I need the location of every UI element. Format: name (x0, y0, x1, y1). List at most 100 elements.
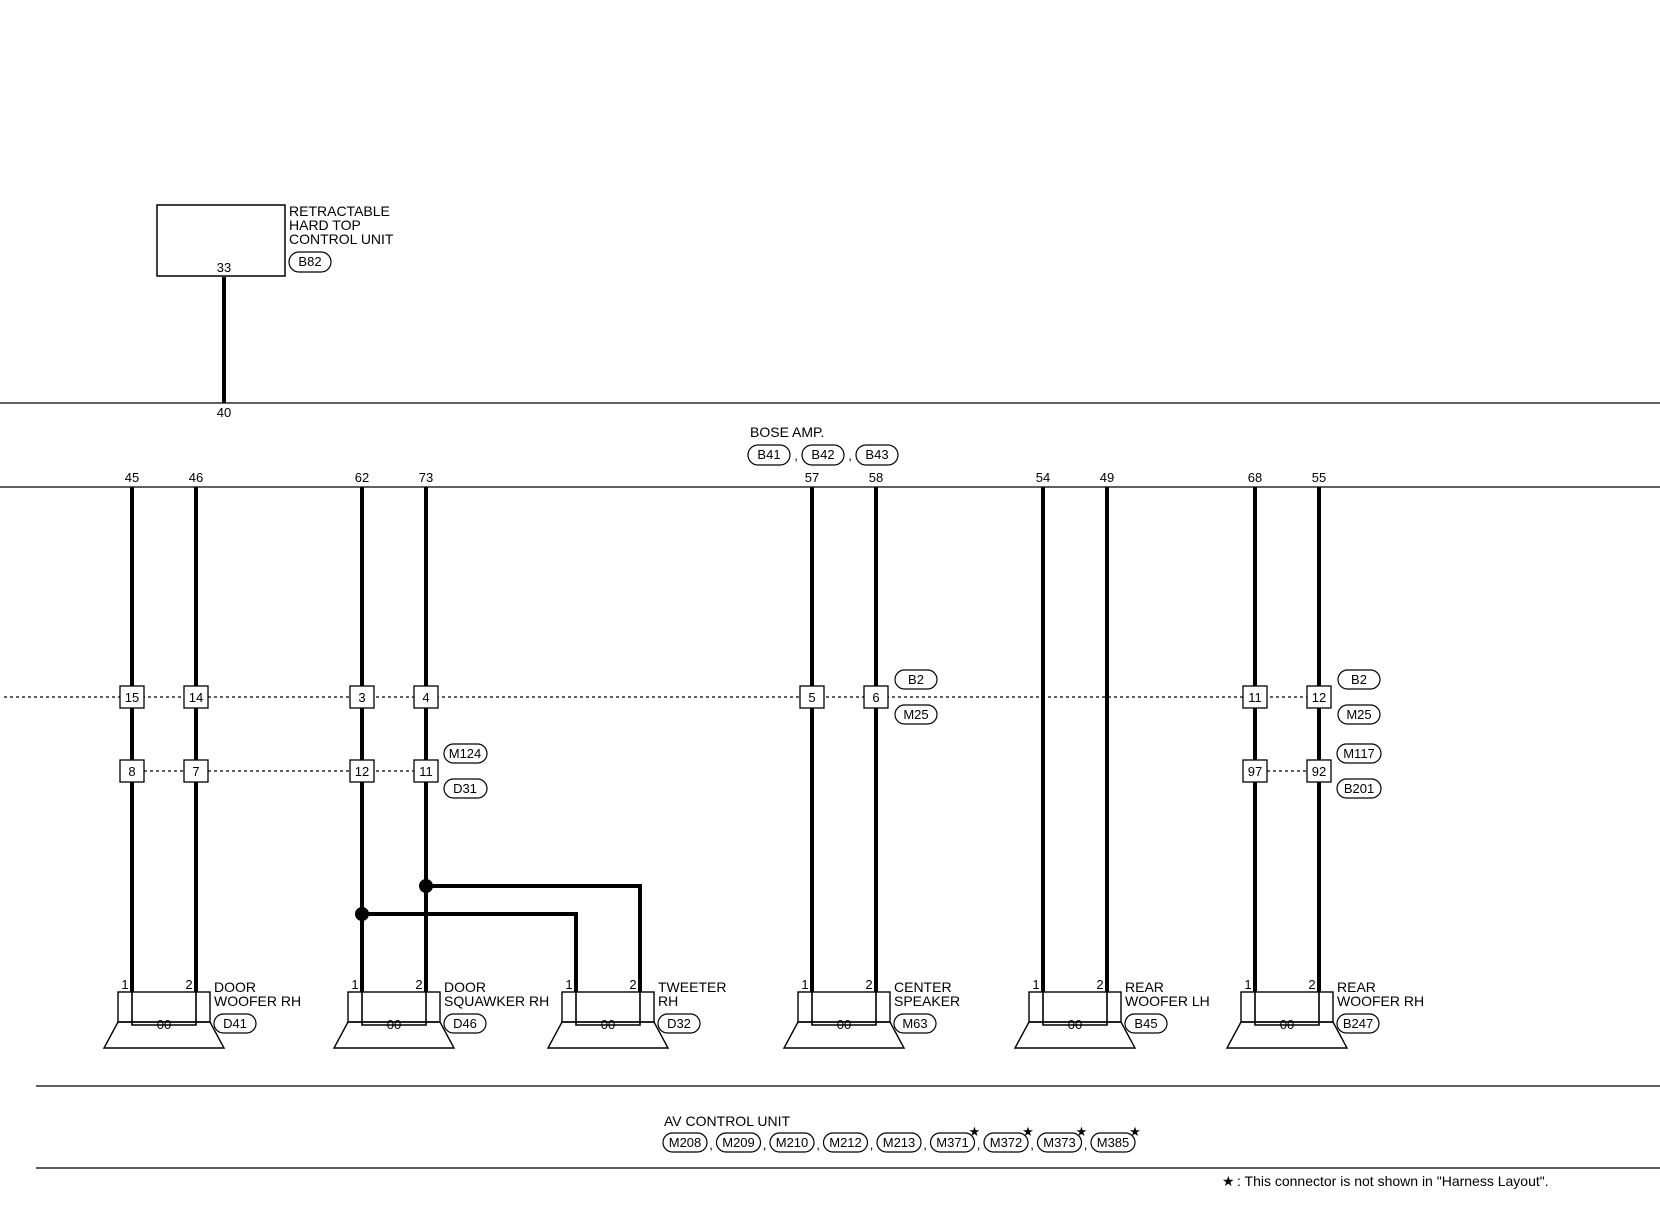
inline-pin-box (349, 759, 375, 783)
inline-pin-label: 6 (872, 690, 879, 705)
control-unit-label-1: RETRACTABLE (289, 203, 390, 219)
av-connector-tag (929, 1132, 976, 1153)
svg-text:,: , (1084, 1137, 1088, 1152)
inline-pin-label: 8 (128, 764, 135, 779)
av-connector-tag-label: M209 (722, 1135, 755, 1150)
speaker-cone-icon (782, 1021, 906, 1049)
speaker-cone-icon (546, 1021, 670, 1049)
tweeter-wire-2 (426, 884, 642, 992)
speaker-symbol: 00 (387, 1017, 401, 1032)
tweeter-wire-1 (362, 912, 578, 992)
connector-tag-b41-label: B41 (757, 447, 780, 462)
svg-text:,: , (763, 1137, 767, 1152)
av-connector-tag (876, 1132, 922, 1153)
speaker-lead (811, 992, 877, 1026)
speaker-connector-tag (1124, 1013, 1168, 1034)
inline-pin-label: 97 (1248, 764, 1262, 779)
inline-pin-box (1306, 759, 1332, 783)
control-unit-label-2: HARD TOP (289, 217, 361, 233)
speaker-label-1: TWEETER (658, 979, 726, 995)
speaker-pin: 2 (185, 977, 192, 992)
speaker-pin: 2 (415, 977, 422, 992)
connector-tag-b2 (894, 669, 938, 690)
inline-pin-label: 12 (355, 764, 369, 779)
speaker-cone-icon (102, 1021, 226, 1049)
inline-connector-row-1: 15 14 3 4 5 6 11 12 B2 M25 B2 M25 (4, 669, 1381, 725)
inline-pin-box (1242, 685, 1268, 709)
speaker-pin: 1 (121, 977, 128, 992)
connector-tag-b2 (1337, 669, 1381, 690)
star-icon: ★ (1022, 1124, 1034, 1139)
bose-amp-pin: 45 (125, 470, 139, 485)
speaker-label-1: REAR (1337, 979, 1376, 995)
av-connector-tags: M208,M209,M210,M212,M213,M371,★M372,★M37… (662, 1124, 1141, 1153)
bose-amp: BOSE AMP. B41 , B42 , B43 45 46 62 73 57… (0, 402, 1660, 488)
svg-text:,: , (1030, 1137, 1034, 1152)
speaker-connector-tag-label: D41 (223, 1016, 247, 1031)
speaker-symbol: 00 (601, 1017, 615, 1032)
bose-amp-pin: 68 (1248, 470, 1262, 485)
connector-tag-b43-label: B43 (865, 447, 888, 462)
speaker-label-1: CENTER (894, 979, 952, 995)
connector-tag-m25-label: M25 (1346, 707, 1371, 722)
inline-pin-box (863, 685, 889, 709)
connector-tag-m124-label: M124 (449, 746, 482, 761)
inline-pin-label: 92 (1312, 764, 1326, 779)
speaker-symbol: 00 (1280, 1017, 1294, 1032)
connector-tag-d31-label: D31 (453, 781, 477, 796)
av-connector-tag (983, 1132, 1029, 1153)
speaker-connector-tag-label: M63 (902, 1016, 927, 1031)
connector-tag-b42-label: B42 (811, 447, 834, 462)
speaker-connector-tag (1336, 1013, 1380, 1034)
speaker-pin: 1 (565, 977, 572, 992)
speaker-lead (575, 992, 641, 1026)
av-connector-tag (1036, 1132, 1083, 1153)
speaker-pin: 1 (1032, 977, 1039, 992)
speaker-connector-tag-label: D46 (453, 1016, 477, 1031)
bose-amp-pin: 46 (189, 470, 203, 485)
speaker-label-2: RH (658, 993, 678, 1009)
speaker-label-2: WOOFER RH (214, 993, 301, 1009)
bose-amp-pin: 55 (1312, 470, 1326, 485)
svg-text:,: , (870, 1137, 874, 1152)
bose-amp-pin: 73 (419, 470, 433, 485)
connector-tag-b2-label: B2 (908, 672, 924, 687)
connector-tag-b201-label: B201 (1344, 781, 1374, 796)
connector-tag-b43 (855, 444, 899, 466)
connector-tag-m124 (443, 743, 488, 764)
connector-tag-b201 (1336, 778, 1382, 799)
speaker-connector-tag (657, 1013, 701, 1034)
speaker-label-2: WOOFER RH (1337, 993, 1424, 1009)
svg-text:,: , (977, 1137, 981, 1152)
inline-pin-box (119, 685, 145, 709)
inline-pin-box (1242, 759, 1268, 783)
speaker-lead (131, 992, 197, 1026)
inline-pin-box (183, 685, 209, 709)
bose-amp-pin: 58 (869, 470, 883, 485)
bose-amp-pin: 57 (805, 470, 819, 485)
av-connector-tag (662, 1132, 708, 1153)
speaker-label-1: DOOR (214, 979, 256, 995)
inline-pin-box (413, 759, 439, 783)
speaker-cone-icon (332, 1021, 456, 1049)
speaker-lead (1254, 992, 1320, 1026)
inline-pin-label: 12 (1312, 690, 1326, 705)
svg-text:,: , (816, 1137, 820, 1152)
connector-tag-m25-label: M25 (903, 707, 928, 722)
speaker-pin: 2 (1308, 977, 1315, 992)
bose-amp-pin: 54 (1036, 470, 1050, 485)
speaker-connector-tag-label: B247 (1343, 1016, 1373, 1031)
speaker-lead (1042, 992, 1108, 1026)
speaker-label-2: SQUAWKER RH (444, 993, 549, 1009)
connector-tag-m25 (1337, 704, 1381, 725)
svg-text:,: , (709, 1137, 713, 1152)
av-connector-tag-label: M210 (776, 1135, 809, 1150)
speaker-connector-tag (213, 1013, 257, 1034)
star-icon: ★ (1076, 1124, 1088, 1139)
connector-tag-b82-label: B82 (298, 254, 321, 269)
speaker-pin: 2 (1096, 977, 1103, 992)
speaker-connector-tag (893, 1013, 937, 1034)
connector-tag-m25 (894, 704, 938, 725)
